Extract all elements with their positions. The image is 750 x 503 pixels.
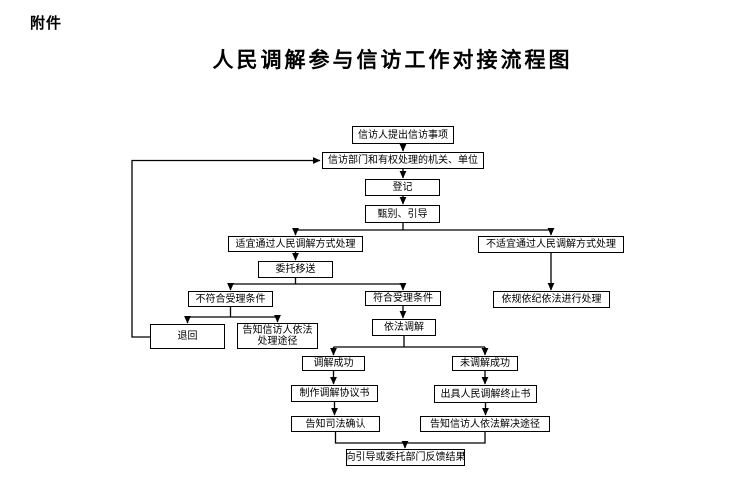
node-meet-conditions: 符合受理条件: [365, 291, 441, 306]
node-inform-judicial-confirmation: 告知司法确认: [291, 416, 380, 432]
node-unsuitable-for-mediation: 不适宜通过人民调解方式处理: [478, 236, 624, 253]
node-make-mediation-agreement: 制作调解协议书: [291, 385, 378, 402]
node-inform-legal-handling-line2: 处理途径: [257, 336, 298, 347]
node-mediate-by-law: 依法调解: [372, 319, 436, 336]
attachment-label: 附件: [30, 15, 63, 32]
node-screen-guide: 甄别、引导: [365, 205, 440, 223]
node-register: 登记: [365, 179, 440, 196]
node-inform-legal-resolution: 告知信访人依法解决途径: [420, 416, 550, 432]
node-handle-by-rules-law: 依规依纪依法进行处理: [493, 291, 610, 308]
node-not-meet-conditions: 不符合受理条件: [188, 291, 273, 307]
node-return: 退回: [150, 324, 225, 349]
node-inform-legal-handling-line1: 告知信访人依法: [242, 325, 313, 336]
node-mediation-not-success: 未调解成功: [452, 356, 518, 371]
node-mediation-success: 调解成功: [302, 356, 365, 371]
node-inform-legal-handling: 告知信访人依法 处理途径: [237, 323, 318, 349]
node-entrust-transfer: 委托移送: [258, 261, 333, 278]
page-title: 人民调解参与信访工作对接流程图: [212, 48, 573, 72]
node-suitable-for-mediation: 适宜通过人民调解方式处理: [228, 236, 363, 252]
node-petition-authority: 信访部门和有权处理的机关、单位: [322, 152, 484, 169]
node-petitioner-submits: 信访人提出信访事项: [352, 126, 454, 144]
node-feedback-results: 向引导或委托部门反馈结果: [346, 449, 466, 466]
node-issue-termination-letter: 出具人民调解终止书: [434, 385, 537, 403]
